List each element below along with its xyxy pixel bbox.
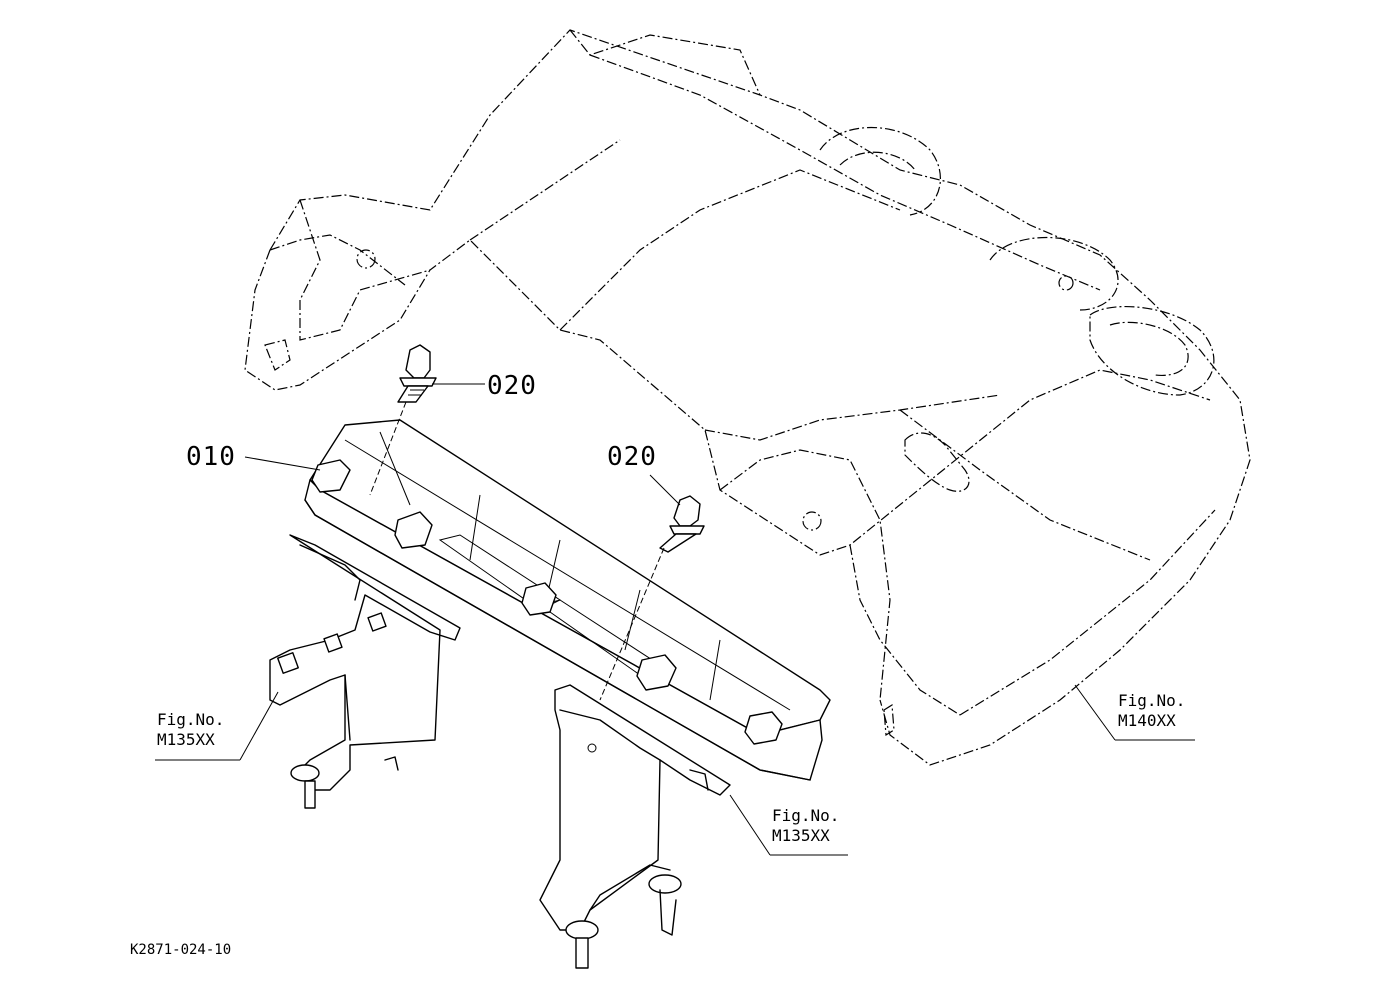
fig-ref-panel-cover: Fig.No. M140XX <box>1118 693 1185 729</box>
fig-ref-center-bracket: Fig.No. M135XX <box>772 808 839 844</box>
fig-ref-label: Fig.No. <box>1118 691 1186 710</box>
panel-cover-outline <box>244 29 1251 766</box>
meter-assembly-010 <box>304 419 831 781</box>
fig-ref-number: M135XX <box>157 730 215 749</box>
fig-ref-number: M140XX <box>1118 711 1176 730</box>
fig-ref-left-bracket: Fig.No. M135XX <box>157 712 224 748</box>
center-bracket <box>539 684 731 969</box>
leader-lines <box>155 383 1195 856</box>
left-bracket <box>269 534 461 809</box>
bolt-020-upper <box>369 344 437 496</box>
callout-010: 010 <box>186 442 236 472</box>
fig-ref-label: Fig.No. <box>157 710 225 729</box>
fig-ref-label: Fig.No. <box>772 806 840 825</box>
fig-ref-number: M135XX <box>772 826 830 845</box>
diagram-code: K2871-024-10 <box>130 942 232 958</box>
bolt-020-lower <box>599 495 705 701</box>
callout-020-lower: 020 <box>607 442 657 472</box>
callout-020-upper: 020 <box>487 371 537 401</box>
